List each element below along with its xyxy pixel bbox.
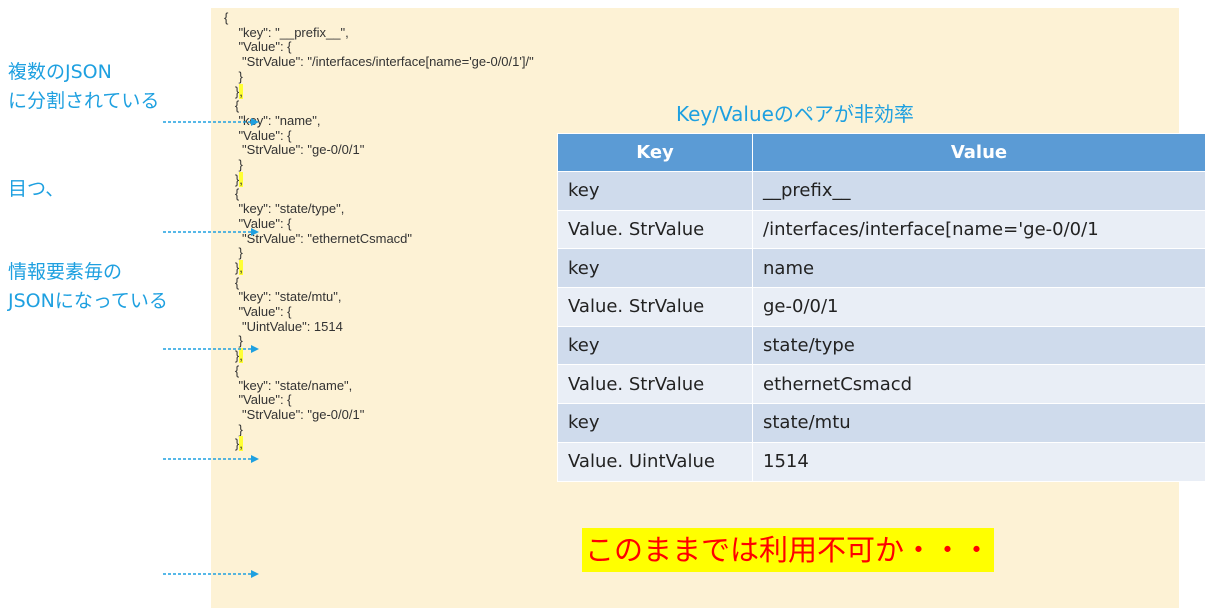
note-split-line1: 複数のJSON	[8, 61, 112, 83]
arrow-right-icon	[163, 455, 259, 463]
highlighted-comma: ,	[239, 348, 243, 364]
cell-key: Value. StrValue	[557, 364, 753, 405]
table-title: Key/Valueのペアが非効率	[676, 102, 914, 126]
code-line: }	[224, 245, 243, 261]
header-value: Value	[752, 133, 1206, 172]
cell-key: Value. StrValue	[557, 209, 753, 250]
arrow-right-icon	[163, 118, 259, 126]
code-line: "StrValue": "ge-0/0/1"	[224, 142, 365, 158]
table-row: Value. StrValue ethernetCsmacd	[557, 364, 1206, 405]
code-line: {	[224, 186, 240, 202]
code-line: "key": "state/type",	[224, 201, 345, 217]
highlighted-comma: ,	[239, 259, 243, 275]
code-line: "key": "__prefix__",	[224, 24, 349, 40]
code-line: }	[224, 68, 243, 84]
note-eyes: 目つ、	[8, 178, 65, 200]
highlighted-comma: ,	[239, 83, 243, 99]
code-line: "Value": {	[224, 127, 292, 143]
cell-key: key	[557, 248, 753, 289]
cell-value: 1514	[752, 441, 1206, 482]
note-split-json: 複数のJSON に分割されている	[8, 58, 159, 116]
code-line: "Value": {	[224, 215, 292, 231]
note-split-line2: に分割されている	[8, 90, 160, 112]
cell-key: key	[557, 325, 753, 366]
table-row: key state/type	[557, 325, 1206, 366]
warning-banner: このままでは利用不可か・・・	[582, 528, 995, 572]
code-line: "StrValue": "ethernetCsmacd"	[224, 230, 413, 246]
cell-key: Value. StrValue	[557, 287, 753, 327]
code-line: "Value": {	[224, 392, 292, 408]
code-line: },	[224, 436, 243, 452]
code-line: },	[224, 259, 243, 275]
code-line: },	[224, 83, 243, 99]
note-each-line2: JSONになっている	[8, 290, 168, 312]
table-row: Value. StrValue ge-0/0/1	[557, 287, 1206, 327]
highlighted-comma: ,	[239, 436, 243, 452]
cell-value: state/type	[752, 325, 1206, 366]
code-line: }	[224, 421, 243, 437]
note-each-line1: 情報要素毎の	[8, 261, 123, 283]
table-row: key __prefix__	[557, 171, 1206, 211]
code-line: "StrValue": "/interfaces/interface[name=…	[224, 54, 534, 70]
note-each-element: 情報要素毎の JSONになっている	[8, 258, 168, 316]
cell-value: name	[752, 248, 1206, 289]
code-line: },	[224, 348, 243, 364]
code-line: },	[224, 171, 243, 187]
cell-value: ge-0/0/1	[752, 287, 1206, 327]
code-line: {	[224, 274, 240, 290]
arrow-right-icon	[163, 228, 259, 236]
code-line: {	[224, 10, 229, 25]
highlighted-comma: ,	[239, 171, 243, 187]
code-line: "Value": {	[224, 304, 292, 320]
table-row: key state/mtu	[557, 403, 1206, 443]
key-value-table: Key Value key __prefix__ Value. StrValue…	[557, 133, 1206, 482]
code-line: "key": "state/mtu",	[224, 289, 342, 305]
json-code-block: { "key": "__prefix__", "Value": { "StrVa…	[224, 10, 534, 452]
cell-value: __prefix__	[752, 171, 1206, 211]
code-line: "StrValue": "ge-0/0/1"	[224, 406, 365, 422]
code-line: }	[224, 157, 243, 173]
table-row: Value. StrValue /interfaces/interface[na…	[557, 209, 1206, 250]
table-row: Value. UintValue 1514	[557, 441, 1206, 482]
cell-key: key	[557, 171, 753, 211]
arrow-right-icon	[163, 345, 259, 353]
code-line: "key": "state/name",	[224, 377, 353, 393]
code-line: "Value": {	[224, 39, 292, 55]
table-row: key name	[557, 248, 1206, 289]
cell-value: /interfaces/interface[name='ge-0/0/1	[752, 209, 1206, 250]
code-line: }	[224, 333, 243, 349]
code-line: {	[224, 362, 240, 378]
table-header-row: Key Value	[557, 133, 1206, 172]
cell-value: ethernetCsmacd	[752, 364, 1206, 405]
arrow-right-icon	[163, 570, 259, 578]
cell-key: key	[557, 403, 753, 443]
cell-value: state/mtu	[752, 403, 1206, 443]
code-line: "UintValue": 1514	[224, 318, 343, 334]
header-key: Key	[557, 133, 753, 172]
code-line: {	[224, 98, 240, 114]
cell-key: Value. UintValue	[557, 441, 753, 482]
